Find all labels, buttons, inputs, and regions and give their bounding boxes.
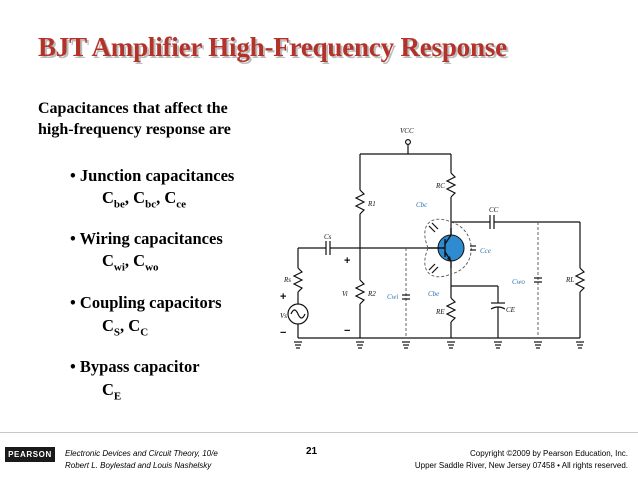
label-rl: RL — [565, 276, 574, 284]
coupling-caps: CS, CC — [102, 316, 149, 339]
footer-authors: Robert L. Boylestad and Louis Nashelsky — [65, 461, 212, 470]
bullet-wiring: • Wiring capacitances — [70, 229, 223, 248]
junction-caps: Cbe, Cbc, Cce — [102, 188, 187, 211]
label-cs: Cs — [324, 233, 332, 241]
label-vi-minus: − — [344, 325, 350, 337]
slide-title: BJT Amplifier High-Frequency Response — [38, 32, 507, 62]
label-cwi: Cwi — [387, 293, 398, 301]
footer-book-info: Electronic Devices and Circuit Theory, 1… — [65, 448, 218, 472]
footer-divider — [0, 432, 638, 433]
footer-address-line: Upper Saddle River, New Jersey 07458 • A… — [414, 461, 628, 470]
bullet-junction: • Junction capacitances — [70, 166, 235, 185]
page-number: 21 — [306, 446, 318, 457]
label-vi: Vi — [342, 290, 348, 298]
label-vi-plus: + — [344, 255, 350, 267]
label-cce: Cce — [480, 247, 491, 255]
bypass-caps: CE — [102, 380, 122, 403]
label-vs-minus: − — [280, 327, 286, 339]
footer-copyright-line: Copyright ©2009 by Pearson Education, In… — [470, 449, 628, 458]
label-ce: CE — [506, 306, 516, 314]
label-vcc: VCC — [400, 127, 414, 135]
label-rc: RC — [435, 182, 445, 190]
bjt-amplifier-circuit-diagram: VCC RC R1 R2 RE Rs RL Cs CC CE Cbc Cbe C… — [280, 127, 586, 349]
label-cbc: Cbc — [416, 201, 428, 209]
pearson-logo: PEARSON — [5, 447, 55, 462]
label-cwo: Cwo — [512, 278, 525, 286]
intro-line-2: high-frequency response are — [38, 121, 231, 138]
footer-copyright: Copyright ©2009 by Pearson Education, In… — [415, 448, 628, 472]
label-re: RE — [435, 308, 445, 316]
label-vs: Vs — [280, 312, 287, 320]
label-vs-plus: + — [280, 291, 286, 303]
label-cbe: Cbe — [428, 290, 439, 298]
footer-book-title: Electronic Devices and Circuit Theory, 1… — [65, 449, 218, 458]
intro-line-1: Capacitances that affect the — [38, 100, 228, 117]
wiring-caps: Cwi, Cwo — [102, 251, 159, 274]
bullet-bypass: • Bypass capacitor — [70, 357, 200, 376]
label-r1: R1 — [367, 200, 376, 208]
bullet-coupling: • Coupling capacitors — [70, 293, 222, 312]
intro-text: Capacitances that affect the high-freque… — [38, 98, 231, 140]
label-r2: R2 — [367, 290, 376, 298]
label-rs: Rs — [283, 276, 291, 284]
label-cc: CC — [489, 206, 499, 214]
